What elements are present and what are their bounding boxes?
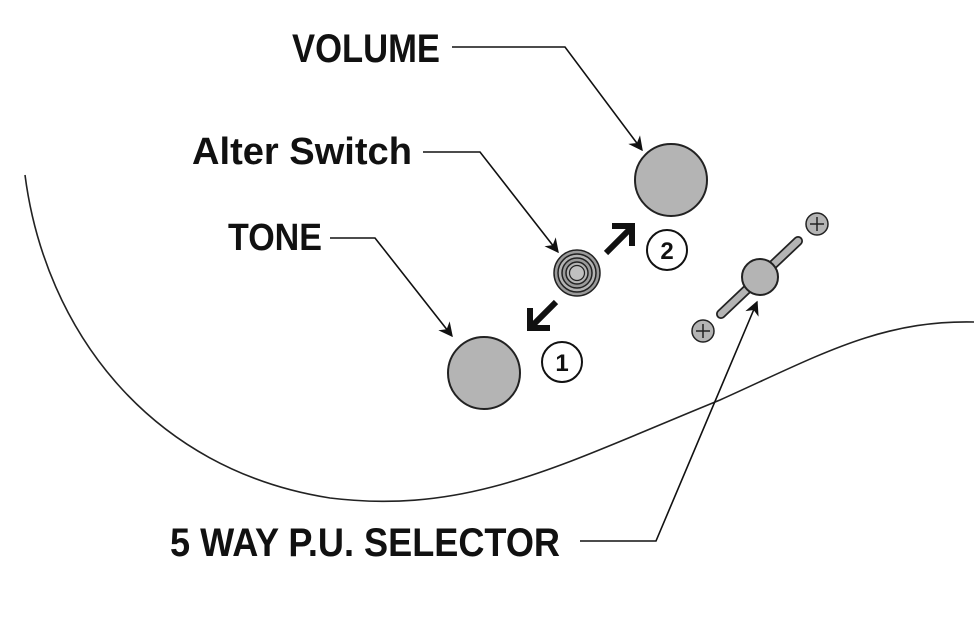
arrow-position-1-icon [527,299,559,331]
tone-leader-arrow [330,237,453,338]
position-1-badge: 1 [541,341,583,383]
alter-switch-leader-arrow [423,151,559,254]
alter-switch-label: Alter Switch [192,131,412,173]
pickup-selector[interactable] [716,236,803,319]
selector-label: 5 WAY P.U. SELECTOR [170,521,560,565]
tone-label: TONE [228,217,322,259]
arrow-position-2-icon [603,223,635,256]
screw-icon [805,212,829,236]
position-2-badge: 2 [646,229,688,271]
guitar-body-outline [24,174,974,503]
alter-switch[interactable] [553,249,601,297]
svg-text:2: 2 [660,238,673,265]
volume-leader-arrow [452,46,643,152]
volume-label: VOLUME [292,27,440,71]
selector-leader-arrow [580,300,759,542]
tone-knob[interactable] [447,336,521,410]
svg-text:1: 1 [555,350,568,377]
screw-icon [691,319,715,343]
volume-knob[interactable] [634,143,708,217]
